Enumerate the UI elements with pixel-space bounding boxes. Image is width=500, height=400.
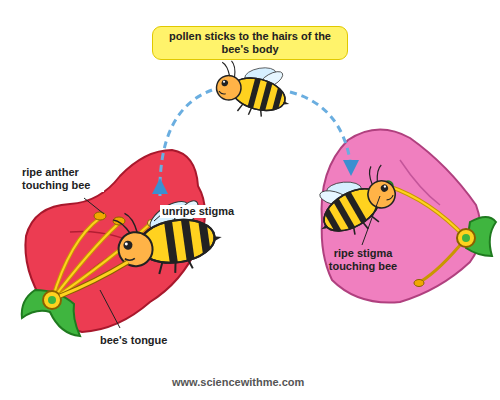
arrowhead [152, 178, 168, 194]
travel-arrow [160, 90, 212, 196]
travel-arrow [290, 92, 350, 160]
part-label: ripe stigma touching bee [318, 247, 408, 274]
part-label: ripe anther touching bee [20, 166, 104, 193]
part-label-text: unripe stigma [160, 205, 236, 218]
bee-in-pink-flower [303, 155, 406, 249]
arrowhead [343, 160, 359, 176]
part-label-text: ripe anther touching bee [20, 166, 104, 192]
part-label-text: ripe stigma touching bee [318, 247, 408, 273]
watermark: www.sciencewithme.com [170, 372, 306, 390]
callout-text: pollen sticks to the hairs of the bee's … [163, 30, 337, 56]
flying-bee [211, 52, 298, 124]
part-label: unripe stigma [160, 201, 236, 219]
part-label-text: bee's tongue [98, 334, 169, 347]
bee-tongue [60, 262, 128, 296]
watermark-text: www.sciencewithme.com [170, 376, 306, 389]
part-label: bee's tongue [98, 330, 169, 348]
callout-box: pollen sticks to the hairs of the bee's … [152, 26, 348, 60]
